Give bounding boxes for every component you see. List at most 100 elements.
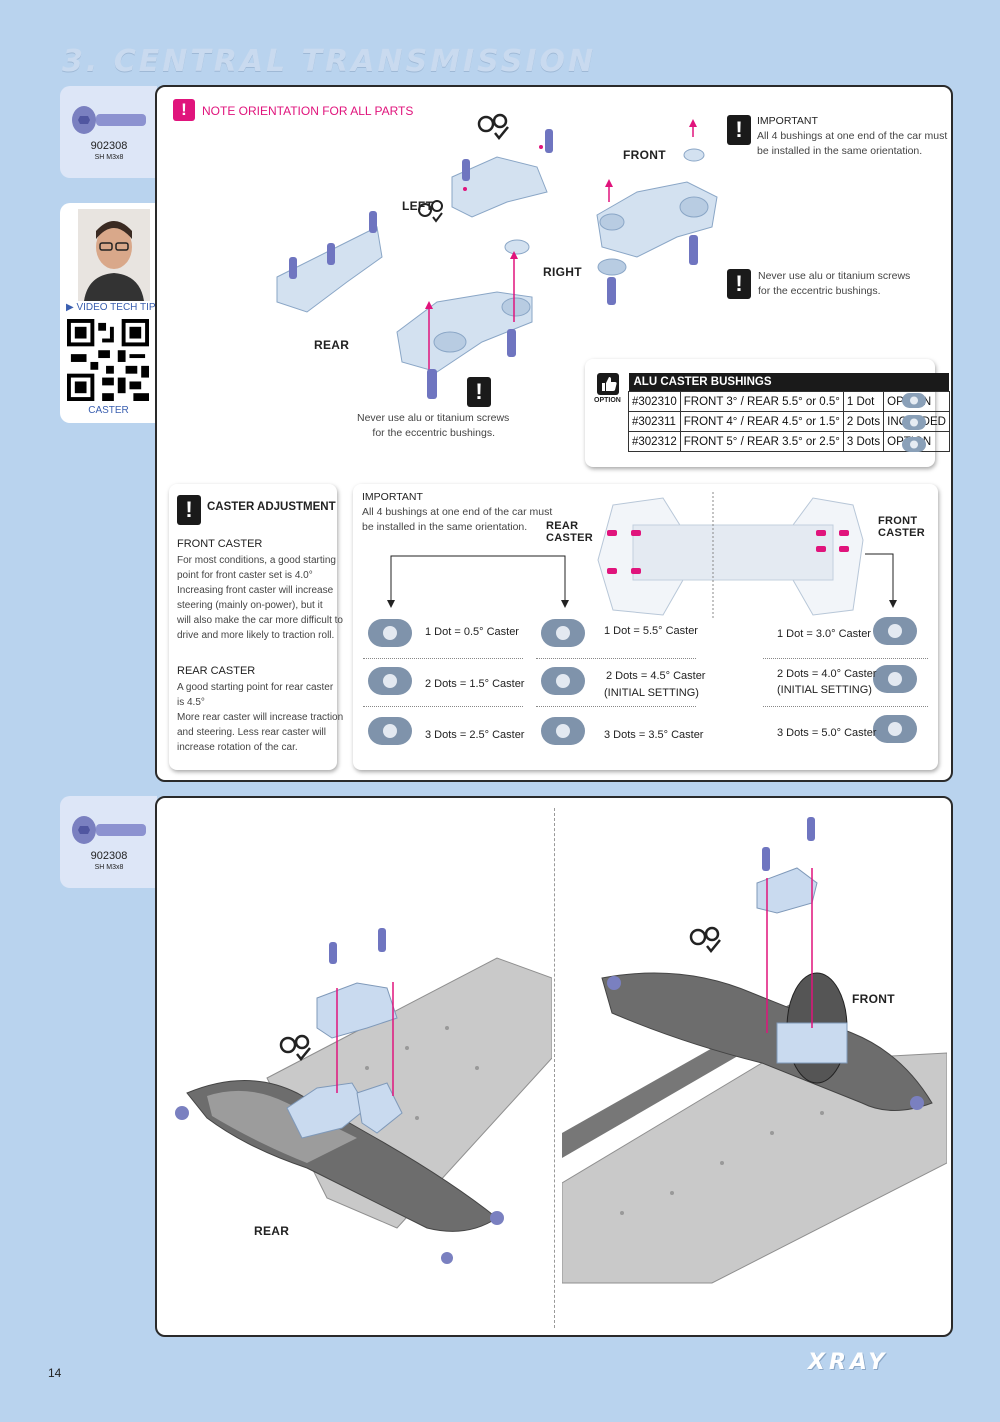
option-table-card: OPTION ALU CASTER BUSHINGS #302310 FRONT…: [585, 359, 950, 467]
front-caster-title: FRONT CASTER: [177, 538, 263, 550]
table-cell: 2 Dots: [842, 411, 885, 432]
table-cell: 3 Dots: [842, 431, 885, 452]
divider: [763, 658, 928, 659]
screw-icon: [72, 816, 146, 844]
label-left: LEFT: [402, 199, 434, 213]
page-title: 3. CENTRAL TRANSMISSION: [62, 44, 597, 79]
warning-screws-right: Never use alu or titanium screws for the…: [758, 269, 910, 299]
gear-tool-icon: [477, 113, 509, 140]
video-tip-topic: CASTER: [88, 405, 129, 416]
text-line: drive and more likely to traction roll.: [177, 630, 335, 641]
technician-photo: [78, 209, 150, 301]
gear-tool-icon: [279, 1034, 311, 1061]
part-desc: SH M3x8: [94, 864, 124, 871]
table-cell: 1 Dot: [842, 391, 885, 412]
label-line: CASTER: [546, 532, 594, 544]
label-front: FRONT: [852, 992, 895, 1006]
text-line: For most conditions, a good starting: [177, 555, 336, 566]
rear-assembly-diagram: [175, 928, 552, 1264]
important-title: IMPORTANT: [362, 491, 423, 503]
gear-tool-icon-1: [418, 200, 443, 223]
bushing-icons: [902, 393, 926, 452]
gear-tool-icon: [689, 926, 721, 953]
caster-value: 1 Dot = 0.5° Caster: [425, 626, 519, 638]
caster-value: 3 Dots = 5.0° Caster: [777, 727, 877, 739]
table-cell: #302311: [628, 411, 681, 432]
front-bushings-set: [873, 617, 917, 743]
thumbs-up-icon: [597, 373, 619, 395]
front-assembly-diagram: [562, 817, 947, 1284]
text-line: is 4.5°: [177, 697, 205, 708]
part-number: 902308: [90, 850, 128, 862]
text-line: More rear caster will increase traction: [177, 712, 344, 723]
rear-caster-text: A good starting point for rear caster is…: [177, 680, 344, 755]
label-rear: REAR: [254, 1224, 290, 1238]
brand-logo: XRAY: [808, 1350, 889, 1375]
chassis-top-view-diagram: [597, 492, 864, 618]
warning-screw-icon-left: !: [467, 377, 491, 407]
page-number: 14: [48, 1366, 62, 1380]
important-text-1: All 4 bushings at one end of the car mus…: [757, 130, 948, 142]
caster-title: CASTER ADJUSTMENT: [207, 501, 336, 513]
text-line: A good starting point for rear caster: [177, 682, 334, 693]
step-2-panel: REAR FRONT: [155, 796, 953, 1337]
important-note: IMPORTANT All 4 bushings at one end of t…: [757, 114, 947, 159]
caster-block-exploded-diagram: [276, 119, 718, 399]
caster-value: 3 Dots = 3.5° Caster: [604, 729, 704, 741]
table-cell: #302310: [628, 391, 681, 412]
qr-code-icon[interactable]: [67, 319, 149, 401]
caster-value: 1 Dot = 3.0° Caster: [777, 628, 871, 640]
table-header: ALU CASTER BUSHINGS: [628, 373, 950, 392]
table-cell: #302312: [628, 431, 681, 452]
divider: [363, 706, 523, 707]
warning-right-line-2: for the eccentric bushings.: [758, 285, 881, 297]
rear-bushings-set-2: [541, 619, 585, 745]
caster-settings-card: IMPORTANT All 4 bushings at one end of t…: [353, 484, 938, 770]
orientation-note: NOTE ORIENTATION FOR ALL PARTS: [202, 104, 414, 118]
caster-value: 3 Dots = 2.5° Caster: [425, 729, 525, 741]
warning-icon: !: [173, 99, 195, 121]
front-arrow: [865, 553, 897, 608]
important-icon: !: [727, 115, 751, 145]
caster-value: 1 Dot = 5.5° Caster: [604, 625, 698, 637]
text-line: increase rotation of the car.: [177, 742, 298, 753]
label-line: CASTER: [878, 527, 926, 539]
warning-right-line-1: Never use alu or titanium screws: [758, 270, 911, 282]
label-line: REAR: [546, 520, 579, 532]
warning-screws-left: Never use alu or titanium screws for the…: [357, 411, 510, 441]
label-right: RIGHT: [543, 265, 582, 279]
table-cell: FRONT 5° / REAR 3.5° or 2.5°: [679, 431, 844, 452]
part-desc: SH M3x8: [94, 154, 124, 161]
text-line: point for front caster set is 4.0°: [177, 570, 313, 581]
caster-value: 2 Dots = 1.5° Caster: [425, 678, 525, 690]
warning-screw-icon-right: !: [727, 269, 751, 299]
part-tab-2: 902308 SH M3x8: [60, 796, 157, 888]
front-caster-label: FRONT CASTER: [878, 515, 925, 539]
warning-left-line-1: Never use alu or titanium screws: [357, 412, 510, 424]
caster-value: 2 Dots = 4.5° Caster: [606, 670, 706, 682]
caster-warning-icon: !: [177, 495, 201, 525]
important-title: IMPORTANT: [757, 115, 818, 127]
step-1-panel: ! NOTE ORIENTATION FOR ALL PARTS: [155, 85, 953, 782]
part-tab-1: 902308 SH M3x8: [60, 86, 157, 178]
important-text-1: All 4 bushings at one end of the car mus…: [362, 506, 553, 518]
rear-arrows: [387, 555, 569, 608]
option-label: OPTION: [594, 397, 621, 404]
divider: [363, 658, 523, 659]
label-front: FRONT: [623, 148, 666, 162]
rear-bushings-set-1: [368, 619, 412, 745]
screw-icon: [72, 106, 146, 134]
video-tip-card[interactable]: ▶ VIDEO TECH TIP CASTER: [60, 203, 157, 423]
text-line: steering (mainly on-power), but it: [177, 600, 323, 611]
warning-left-line-2: for the eccentric bushings.: [372, 427, 495, 439]
part-number: 902308: [90, 140, 128, 152]
text-line: will also make the car more difficult to: [177, 615, 343, 626]
label-line: FRONT: [878, 515, 918, 527]
table-cell: FRONT 3° / REAR 5.5° or 0.5°: [679, 391, 844, 412]
video-tip-label[interactable]: ▶ VIDEO TECH TIP: [66, 302, 156, 313]
divider: [554, 808, 555, 1328]
important-text-2: be installed in the same orientation.: [757, 145, 923, 157]
divider: [536, 706, 696, 707]
play-icon: ▶: [66, 302, 77, 313]
text-line: and steering. Less rear caster will: [177, 727, 326, 738]
